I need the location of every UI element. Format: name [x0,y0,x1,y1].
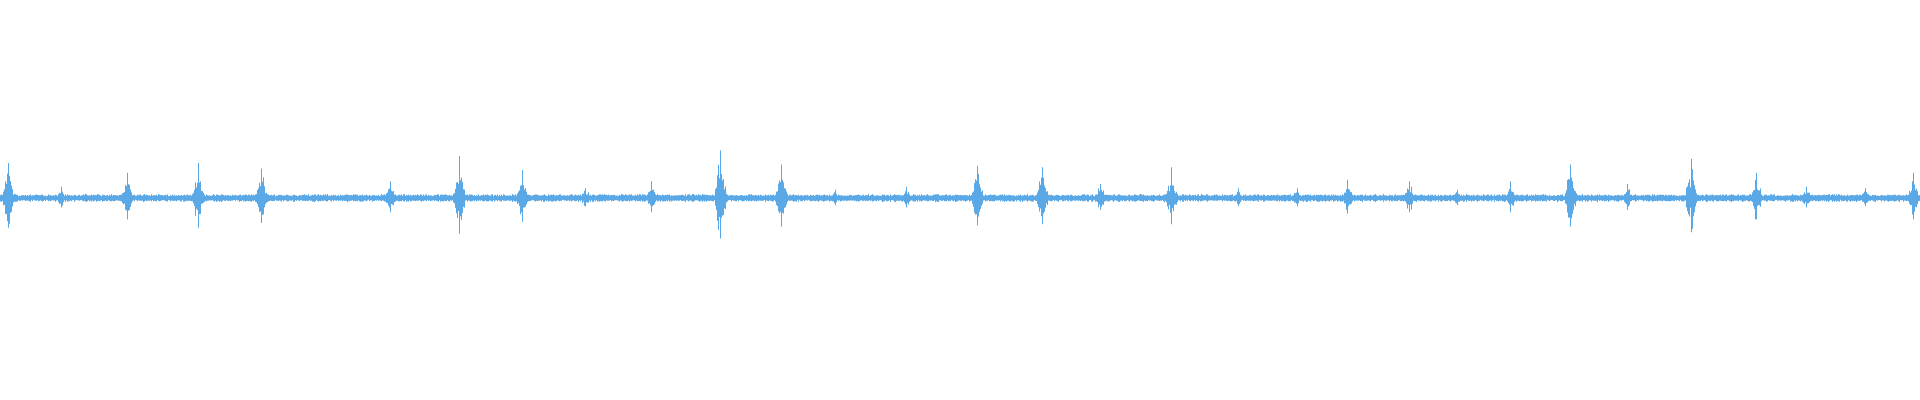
waveform-series [0,150,1920,239]
waveform-trace [0,163,1920,233]
